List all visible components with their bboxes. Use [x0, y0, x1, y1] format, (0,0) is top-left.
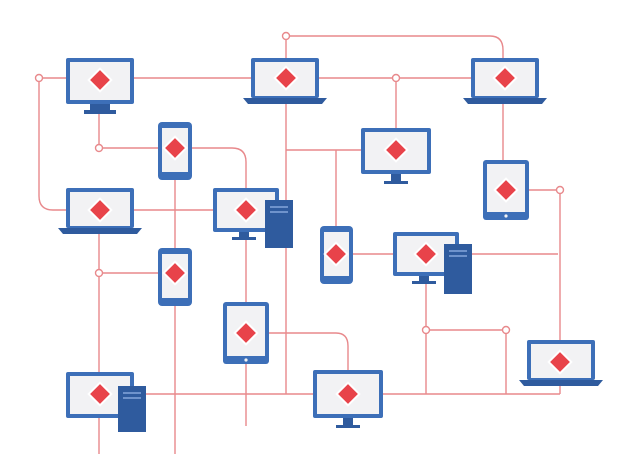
desktop-tower-right: [393, 232, 472, 294]
diamond-node-icon: [383, 137, 409, 163]
desktop-tower-bottom-left: [66, 372, 146, 432]
diamond-node-icon: [547, 349, 573, 375]
junction-dot: [391, 73, 401, 83]
junction-dot: [94, 268, 104, 278]
diamond-node-icon: [87, 381, 113, 407]
link-top-loop: [286, 35, 504, 78]
junction-dots: [34, 31, 565, 335]
diamond-node-icon: [233, 320, 259, 346]
diamond-node-icon: [162, 135, 188, 161]
junction-dot: [421, 325, 431, 335]
diamond-node-icon: [233, 197, 259, 223]
diamond-node-icon: [335, 381, 361, 407]
junction-dot: [501, 325, 511, 335]
desktop-tower-center: [213, 188, 293, 248]
diamond-node-icon: [162, 260, 188, 286]
laptop-top-right: [463, 58, 547, 104]
diamond-node-icon: [87, 67, 113, 93]
diamond-node-icon: [87, 197, 113, 223]
junction-dot: [34, 73, 44, 83]
link-right-lower-branch: [426, 329, 507, 394]
junction-dot: [555, 185, 565, 195]
link-tablet-row: [246, 332, 349, 394]
link-left-outer: [38, 78, 99, 211]
diamond-node-icon: [273, 65, 299, 91]
junction-dot: [94, 143, 104, 153]
diamond-node-icon: [492, 65, 518, 91]
diamond-node-icon: [323, 241, 349, 267]
link-left-row2: [98, 78, 247, 426]
diamond-node-icon: [493, 177, 519, 203]
diamond-node-icon: [413, 241, 439, 267]
junction-dot: [281, 31, 291, 41]
diamond-nodes: [87, 65, 573, 407]
